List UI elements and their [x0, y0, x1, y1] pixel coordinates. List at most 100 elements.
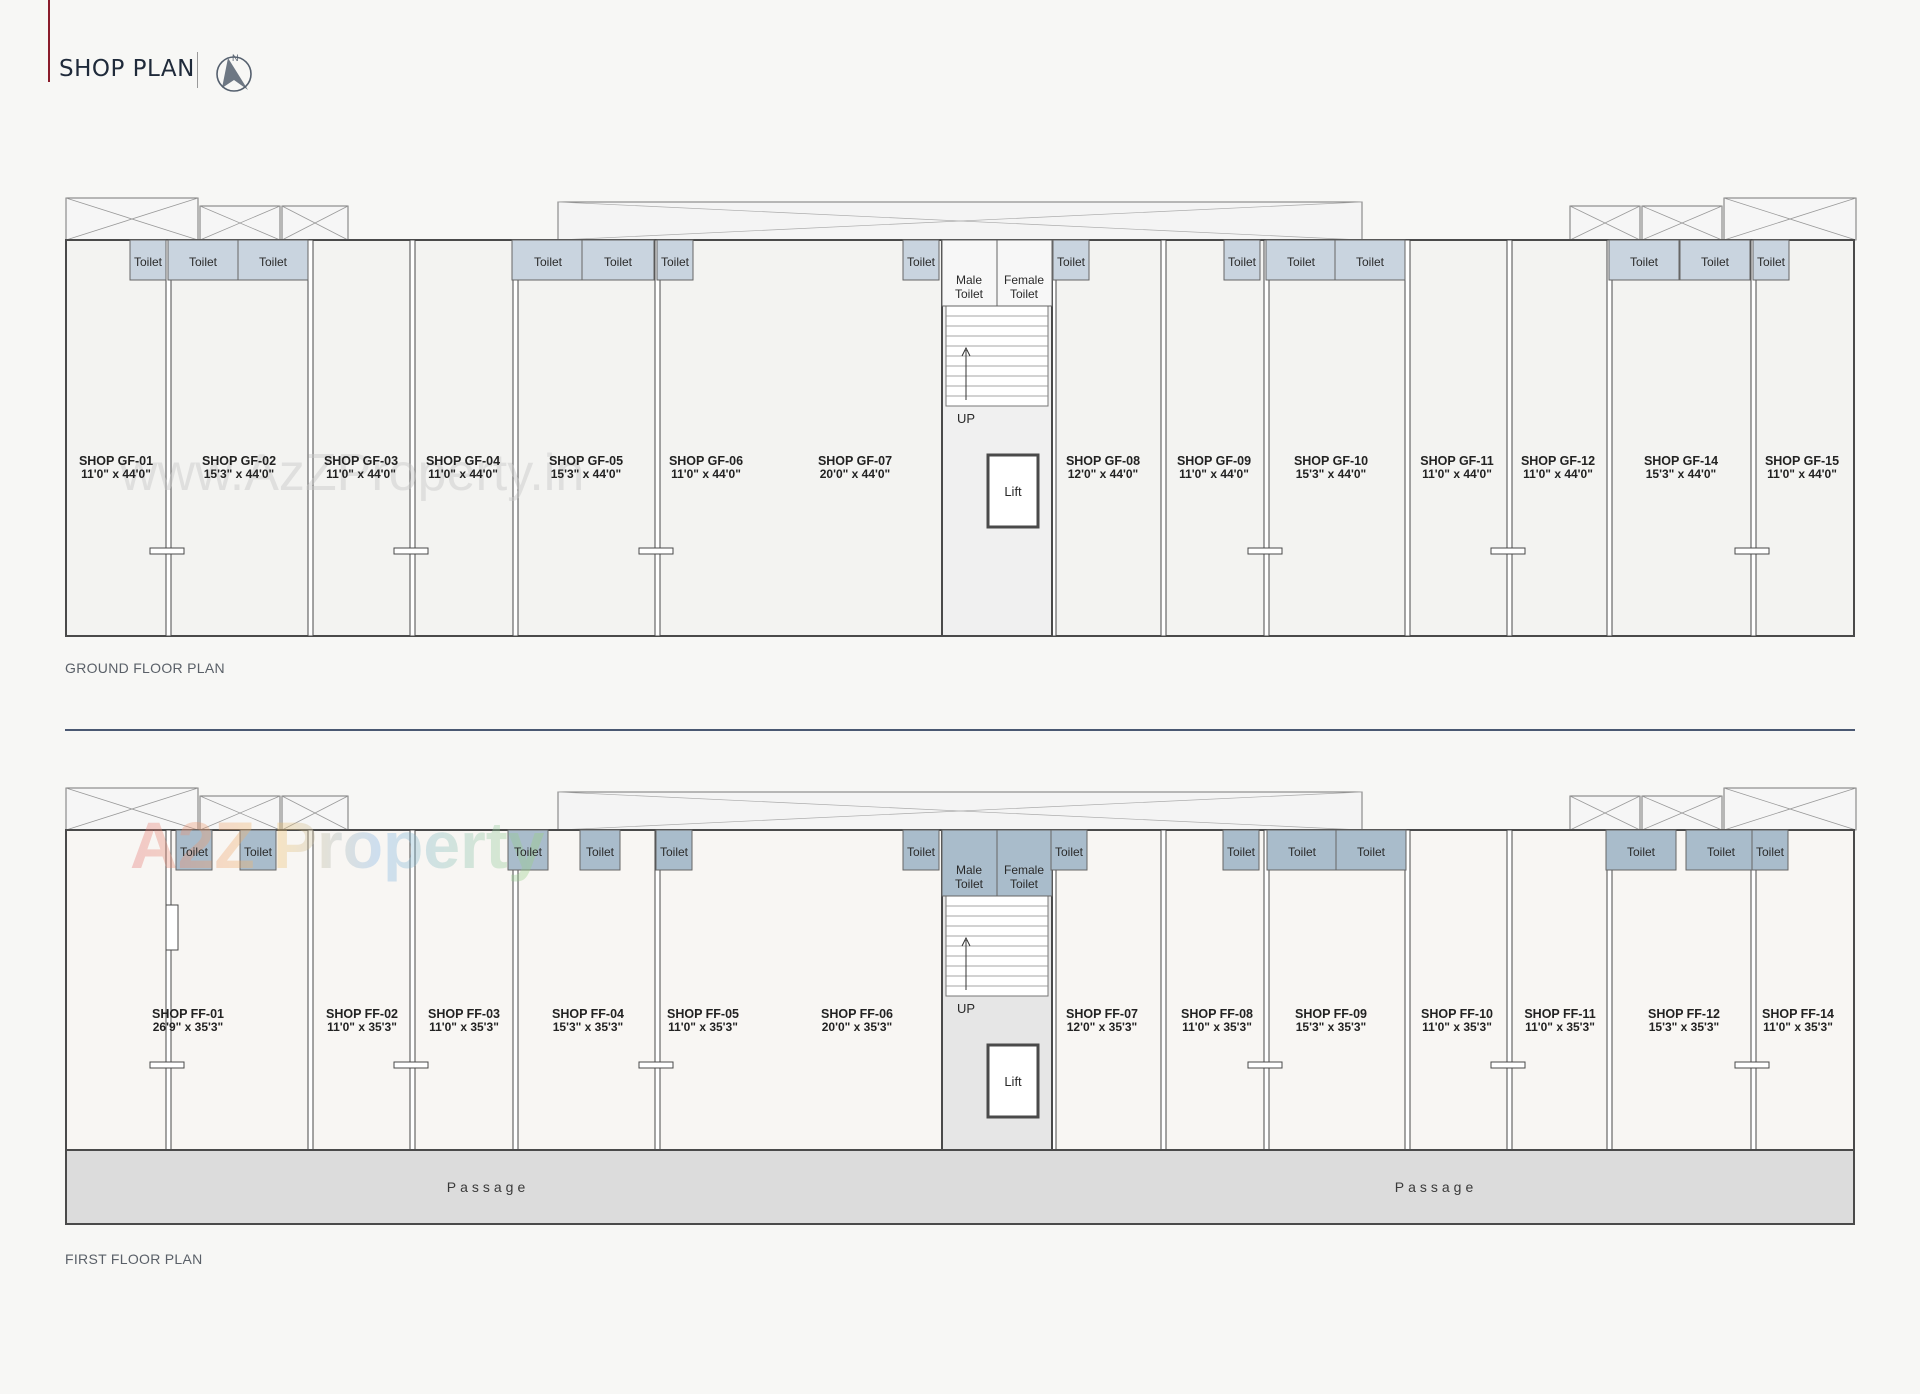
ground_floor-toilet-label: Toilet: [907, 255, 936, 269]
first_floor-partition: [1263, 829, 1270, 1151]
title-divider: [197, 52, 198, 88]
first-floor-structure: [65, 787, 1857, 1225]
ground_floor-shaft-3-diag: [1569, 205, 1641, 241]
first_floor-toilet-label: Toilet: [180, 845, 209, 859]
first_floor-toilet: [1266, 829, 1338, 871]
gf-shop-name: SHOP GF-14: [1644, 454, 1718, 468]
ff-shop-name: SHOP FF-06: [821, 1007, 893, 1021]
first_floor-lift: [986, 1043, 1040, 1119]
floor-divider: [65, 729, 1855, 731]
first_floor-canopy-line: [557, 791, 1363, 831]
ground_floor-toilet-label: Toilet: [1701, 255, 1730, 269]
ground_floor-toilet-label: Toilet: [1630, 255, 1659, 269]
ground_floor-toilet-label: Toilet: [1057, 255, 1086, 269]
ground_floor-toilet: [1265, 239, 1337, 281]
first_floor-shaft-4-diag: [1641, 795, 1723, 831]
first-floor-caption: FIRST FLOOR PLAN: [65, 1251, 203, 1267]
first_floor-partition: [1750, 829, 1757, 1151]
ff-shop-size: 11'0" x 35'3": [1525, 1020, 1595, 1034]
ground_floor-female-toilet: [996, 239, 1053, 307]
gf-shop-name: SHOP GF-12: [1521, 454, 1595, 468]
ff-shop-size: 26'9" x 35'3": [153, 1020, 223, 1034]
first_floor-door-stub: [1490, 1061, 1526, 1069]
first_floor-toilet: [1751, 829, 1789, 871]
svg-text:N: N: [232, 53, 239, 63]
ff-shop-name: SHOP FF-04: [552, 1007, 624, 1021]
ground_floor-partition: [409, 239, 416, 637]
ground_floor-toilet-label: Toilet: [134, 255, 163, 269]
ground-floor-caption: GROUND FLOOR PLAN: [65, 660, 225, 676]
ff-shop-size: 20'0" x 35'3": [822, 1020, 892, 1034]
first_floor-partition: [1606, 829, 1613, 1151]
ground_floor-toilet-label: Toilet: [259, 255, 288, 269]
ff-shop-name: SHOP FF-05: [667, 1007, 739, 1021]
gf-shop-size: 11'0" x 44'0": [1767, 467, 1837, 481]
ff-shop-size: 11'0" x 35'3": [1763, 1020, 1833, 1034]
gf-shop-size: 11'0" x 44'0": [1422, 467, 1492, 481]
ff-shop-size: 11'0" x 35'3": [668, 1020, 738, 1034]
gf-shop-name: SHOP GF-02: [202, 454, 276, 468]
ground_floor-toilet-label: Toilet: [604, 255, 633, 269]
gf-shop-name: SHOP GF-01: [79, 454, 153, 468]
first-floor-plan: A2Z Property UPLiftMaleToiletFemaleToile…: [65, 787, 1857, 1225]
ground_floor-partition: [1404, 239, 1411, 637]
first_floor-door-stub: [1734, 1061, 1770, 1069]
ff-shop-size: 11'0" x 35'3": [1422, 1020, 1492, 1034]
north-arrow-icon: N: [216, 53, 252, 92]
first_floor-toilet-label: Toilet: [1756, 845, 1785, 859]
ground_floor-toilet: [1608, 239, 1680, 281]
first_floor-toilet: [579, 829, 621, 871]
ground_floor-male-toilet-label: Male: [956, 273, 982, 287]
ground_floor-female-toilet-label: Female: [1004, 273, 1044, 287]
ff-shop-name: SHOP FF-02: [326, 1007, 398, 1021]
gf-shop-size: 15'3" x 44'0": [1296, 467, 1366, 481]
ff-shop-name: SHOP FF-14: [1762, 1007, 1834, 1021]
first_floor-shaft-3-diag: [1569, 795, 1641, 831]
ground_floor-door-stub: [1734, 547, 1770, 555]
ground_floor-toilet: [1052, 239, 1090, 281]
ground_floor-partition: [654, 239, 661, 637]
ground-floor-structure: [65, 197, 1857, 637]
ff-shop-name: SHOP FF-09: [1295, 1007, 1367, 1021]
ff-shop-name: SHOP FF-01: [152, 1007, 224, 1021]
ground_floor-lift-label: Lift: [1004, 484, 1022, 499]
first_floor-door-stub: [149, 1061, 185, 1069]
first_floor-door-stub: [1247, 1061, 1283, 1069]
ground_floor-balcony-right-diag: [1723, 197, 1857, 241]
first_floor-partition: [654, 829, 661, 1151]
gf-shop-size: 11'0" x 44'0": [671, 467, 741, 481]
page-title: SHOP PLAN: [59, 56, 195, 82]
header-accent-bar: [48, 0, 50, 82]
ground_floor-toilet: [581, 239, 655, 281]
gf-shop-name: SHOP GF-04: [426, 454, 500, 468]
ground_floor-female-toilet-label: Toilet: [1010, 287, 1039, 301]
ff-shop-name: SHOP FF-08: [1181, 1007, 1253, 1021]
ground_floor-shaft-4-diag: [1641, 205, 1723, 241]
first_floor-partition: [1404, 829, 1411, 1151]
gf-shop-size: 12'0" x 44'0": [1068, 467, 1138, 481]
first_floor-partition: [1160, 829, 1167, 1151]
ground_floor-partition: [1160, 239, 1167, 637]
first_floor-toilet: [175, 829, 213, 871]
first_floor-female-toilet-label: Toilet: [1010, 877, 1039, 891]
first_floor-toilet: [1222, 829, 1260, 871]
ground_floor-door-stub: [1490, 547, 1526, 555]
first_floor-balcony-left-diag: [65, 787, 199, 831]
gf-shop-name: SHOP GF-03: [324, 454, 398, 468]
first_floor-toilet-label: Toilet: [586, 845, 615, 859]
ground_floor-partition: [165, 239, 172, 637]
first_floor-toilet: [239, 829, 277, 871]
first_floor-female-toilet: [996, 829, 1053, 897]
ff-shop-name: SHOP FF-12: [1648, 1007, 1720, 1021]
gf-shop-size: 11'0" x 44'0": [1523, 467, 1593, 481]
first_floor-balcony-right-diag: [1723, 787, 1857, 831]
ff-shop-name: SHOP FF-07: [1066, 1007, 1138, 1021]
ground_floor-toilet: [1679, 239, 1751, 281]
first_floor-toilet: [507, 829, 549, 871]
ground_floor-toilet: [1334, 239, 1406, 281]
first_floor-toilet-label: Toilet: [514, 845, 543, 859]
ff-shop-name: SHOP FF-10: [1421, 1007, 1493, 1021]
ground_floor-toilet-label: Toilet: [1356, 255, 1385, 269]
